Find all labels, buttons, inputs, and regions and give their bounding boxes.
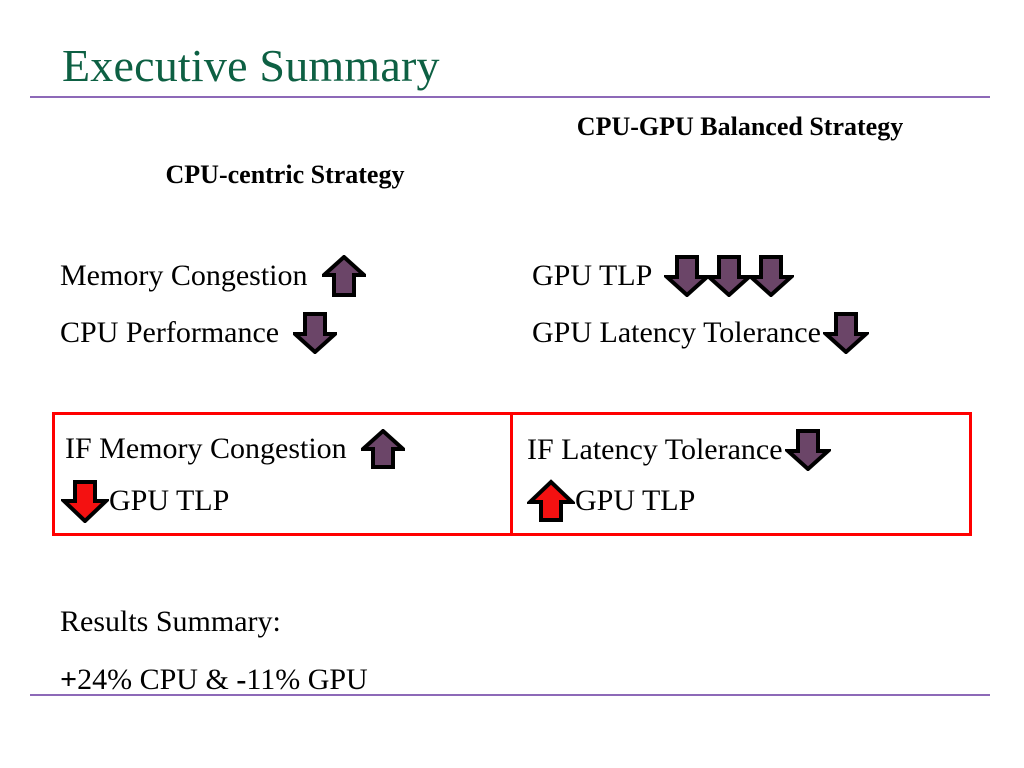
up-arrow-purple-icon bbox=[360, 429, 405, 469]
down-arrow-purple-icon bbox=[822, 312, 869, 354]
page-title: Executive Summary bbox=[62, 40, 440, 91]
title-divider-top bbox=[30, 96, 990, 98]
down-arrow-purple-icon bbox=[664, 255, 711, 297]
row-label-cpu-performance: CPU Performance bbox=[60, 316, 280, 349]
rule-box-right-condition-text: IF Latency Tolerance bbox=[527, 433, 783, 466]
column-heading-right: CPU-GPU Balanced Strategy bbox=[576, 112, 904, 141]
results-separator: & bbox=[197, 663, 237, 696]
gpu-delta-sign: - bbox=[236, 663, 247, 696]
row-memory-congestion: Memory Congestion bbox=[60, 255, 366, 297]
results-summary-values: +24% CPU & -11% GPU bbox=[60, 660, 368, 700]
rule-box-right-line-2: GPU TLP bbox=[527, 479, 695, 523]
rule-box-left-action-text: GPU TLP bbox=[109, 484, 230, 517]
down-arrow-purple-icon bbox=[706, 255, 753, 297]
cpu-delta-sign: + bbox=[60, 663, 78, 696]
down-arrow-cluster bbox=[664, 255, 795, 297]
down-arrow-purple-icon bbox=[293, 312, 338, 354]
rule-box-group: IF Memory Congestion GPU TLP IF Latency bbox=[52, 412, 972, 536]
column-heading-left: CPU-centric Strategy bbox=[165, 160, 405, 189]
rule-box-right: IF Latency Tolerance GPU TLP bbox=[513, 415, 969, 533]
rule-box-left-line-2: GPU TLP bbox=[61, 479, 229, 523]
up-arrow-purple-icon bbox=[321, 255, 366, 297]
row-label-memory-congestion: Memory Congestion bbox=[60, 259, 308, 292]
footer-divider-bottom bbox=[30, 694, 990, 696]
down-arrow-purple-icon bbox=[748, 255, 795, 297]
rule-box-left-line-1: IF Memory Congestion bbox=[65, 429, 405, 469]
rule-box-left-condition-text: IF Memory Congestion bbox=[65, 432, 347, 465]
up-arrow-red-icon bbox=[527, 479, 575, 523]
row-label-gpu-latency-tolerance: GPU Latency Tolerance bbox=[532, 316, 821, 349]
results-summary-heading: Results Summary: bbox=[60, 605, 281, 638]
row-label-gpu-tlp: GPU TLP bbox=[532, 259, 653, 292]
down-arrow-purple-icon bbox=[784, 429, 831, 471]
row-gpu-latency-tolerance: GPU Latency Tolerance bbox=[532, 312, 869, 354]
gpu-delta-value: 11% GPU bbox=[246, 663, 368, 696]
rule-box-right-action-text: GPU TLP bbox=[575, 484, 696, 517]
cpu-delta-value: 24% CPU bbox=[77, 663, 198, 696]
rule-box-right-line-1: IF Latency Tolerance bbox=[527, 429, 831, 471]
row-cpu-performance: CPU Performance bbox=[60, 312, 338, 354]
down-arrow-red-icon bbox=[61, 479, 109, 523]
row-gpu-tlp: GPU TLP bbox=[532, 255, 795, 297]
rule-box-left: IF Memory Congestion GPU TLP bbox=[55, 415, 513, 533]
